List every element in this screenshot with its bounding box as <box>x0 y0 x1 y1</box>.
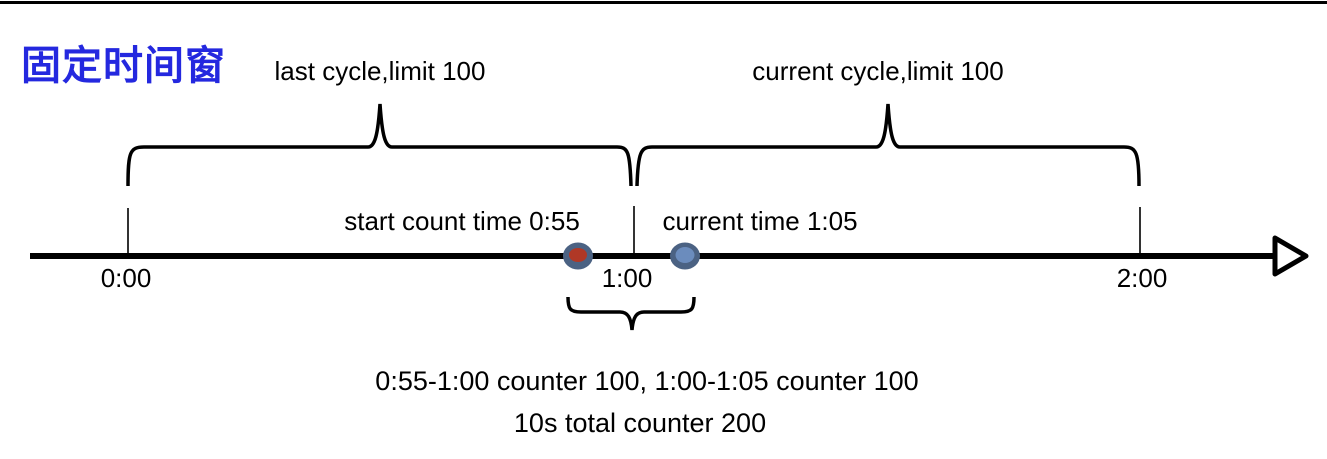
last-cycle-label: last cycle,limit 100 <box>274 56 486 86</box>
tick-label-1-00: 1:00 <box>601 263 653 293</box>
tick-label-2-00: 2:00 <box>1116 263 1168 293</box>
start-count-label: start count time 0:55 <box>344 206 580 236</box>
current-marker-dot <box>670 242 700 270</box>
tick-label-0-00: 0:00 <box>100 263 152 293</box>
summary-line-1: 0:55-1:00 counter 100, 1:00-1:05 counter… <box>375 366 919 396</box>
brace-current-cycle <box>635 103 1141 187</box>
summary-line-2: 10s total counter 200 <box>513 408 767 438</box>
timeline-arrow-icon <box>1272 235 1309 277</box>
start-marker-dot <box>563 242 593 270</box>
page-title: 固定时间窗 <box>21 44 226 88</box>
brace-last-cycle <box>126 103 633 187</box>
current-cycle-label: current cycle,limit 100 <box>752 56 1004 86</box>
current-time-label: current time 1:05 <box>662 206 858 236</box>
top-rule <box>0 1 1327 4</box>
window-brace <box>566 296 696 331</box>
